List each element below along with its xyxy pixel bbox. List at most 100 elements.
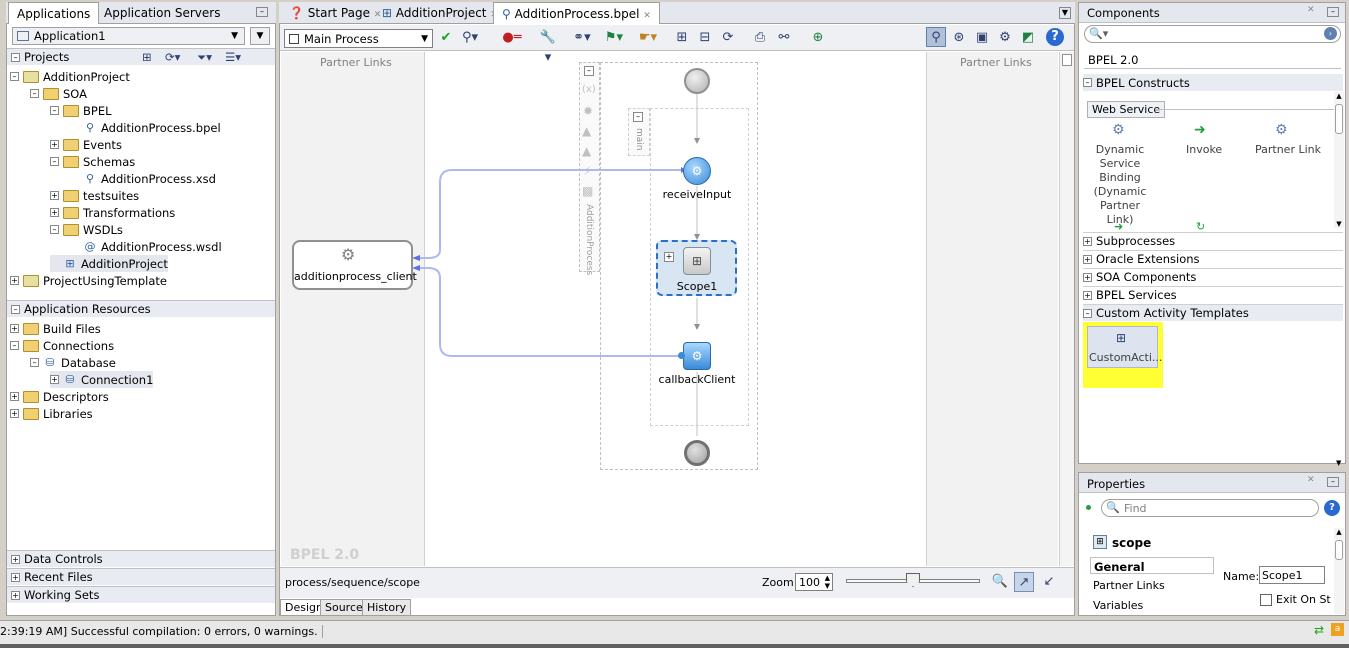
validate-icon[interactable]: ✔ (440, 30, 452, 45)
client-partner-link[interactable] (292, 240, 413, 290)
component-category[interactable]: +Oracle Extensions (1083, 250, 1343, 267)
expand-icon[interactable]: + (50, 191, 59, 200)
expand-icon[interactable]: + (11, 590, 20, 600)
expand-icon[interactable]: – (30, 89, 39, 98)
tree-item[interactable]: +Events (50, 136, 122, 153)
filter-icon[interactable]: ⏷▾ (197, 49, 212, 64)
hierarchy-icon[interactable]: ⚲▾ (461, 30, 479, 45)
expand-icon[interactable]: + (1083, 290, 1092, 300)
recent-files-header[interactable]: + Recent Files (7, 568, 275, 585)
expand-icon[interactable]: + (11, 572, 20, 582)
properties-section-variables[interactable]: Variables (1093, 599, 1144, 612)
process-selector[interactable]: Main Process ▼ (284, 29, 433, 48)
zoom-fit-icon[interactable]: 🔍 (991, 574, 1009, 589)
navigator-icon[interactable]: ⊞ (142, 50, 152, 64)
expand-icon[interactable]: – (50, 106, 59, 115)
close-icon[interactable]: ✕ (373, 10, 382, 20)
flag-icon[interactable]: ⚑▾ (604, 30, 624, 45)
panel-resize-handle[interactable]: ▼ (1336, 459, 1342, 467)
properties-help-icon[interactable]: ? (1324, 500, 1340, 516)
invoke-icon[interactable]: ➜ (1194, 122, 1206, 138)
collapse-icon[interactable]: – (11, 304, 20, 314)
palette-scrollbar[interactable]: ▲ ▼ (1334, 92, 1344, 228)
antenna-icon[interactable]: ⊛ (953, 30, 965, 45)
tree-item[interactable]: –SOA (30, 85, 87, 102)
properties-section-general[interactable]: General (1090, 557, 1214, 574)
tree-item[interactable]: –Schemas (50, 153, 135, 170)
collapse-icon[interactable]: – (1083, 78, 1092, 87)
resource-item[interactable]: +Descriptors (10, 388, 109, 405)
tree-item[interactable]: –AdditionProject (10, 68, 130, 85)
expand-icon[interactable]: + (50, 375, 59, 384)
refresh-icon[interactable]: ⟳ (722, 30, 734, 45)
spinner-icon[interactable]: ▲▼ (824, 574, 830, 590)
breakpoint-icon[interactable]: ●═ (502, 30, 522, 45)
tree-item[interactable]: ⚲AdditionProcess.bpel (70, 119, 221, 136)
resource-item[interactable]: –⛁Database (30, 354, 116, 371)
expand-icon[interactable]: – (1083, 308, 1092, 318)
expand-icon[interactable]: – (50, 225, 59, 234)
callback-node[interactable]: ⚙ (683, 342, 711, 370)
notification-icon[interactable]: a (1331, 623, 1344, 636)
scope-expand-icon[interactable]: + (664, 252, 674, 262)
tab-applications[interactable]: Applications (8, 2, 100, 24)
print-icon[interactable]: ⎙ (754, 30, 766, 45)
warning-icon[interactable]: ▲ (582, 124, 592, 138)
expand-icon[interactable]: + (50, 208, 59, 217)
tree-item[interactable]: @AdditionProcess.wsdl (70, 238, 222, 255)
tree-item[interactable]: –BPEL (50, 102, 112, 119)
design-view-icon[interactable]: ⚲ (926, 27, 946, 47)
end-node[interactable] (684, 440, 710, 466)
expand-icon[interactable]: – (10, 72, 19, 81)
scrollbar-thumb[interactable] (1335, 104, 1343, 134)
gear-icon[interactable]: ✹ (583, 104, 594, 118)
expand-icon[interactable]: – (10, 341, 19, 350)
tree-item[interactable]: +testsuites (50, 187, 139, 204)
chart-icon[interactable]: ◩ (1021, 30, 1035, 45)
view-options-icon[interactable]: ☰▾ (225, 50, 242, 64)
component-category[interactable]: –Custom Activity Templates (1083, 304, 1343, 321)
close-icon[interactable]: ✕ (643, 11, 651, 21)
search-icon[interactable]: 🔍▾ (1089, 27, 1109, 40)
components-search-input[interactable]: 🔍▾ › (1084, 25, 1341, 43)
application-menu-button[interactable]: ▼ (250, 27, 270, 45)
partner-link-label[interactable]: Partner Link (1255, 143, 1321, 156)
hand-icon[interactable]: ☛▾ (638, 30, 658, 45)
tab-source[interactable]: Source (320, 599, 368, 616)
component-category[interactable]: +BPEL Services (1083, 286, 1343, 303)
clear-search-icon[interactable]: › (1324, 27, 1337, 40)
palette-filter-select[interactable]: BPEL 2.0 (1084, 51, 1341, 69)
scrollbar-thumb[interactable] (1335, 540, 1343, 560)
tree-item[interactable]: ⚲AdditionProcess.xsd (70, 170, 216, 187)
tab-list-icon[interactable]: ▼ (1059, 7, 1071, 19)
zoom-slider-thumb[interactable] (906, 573, 920, 587)
help-icon[interactable]: ? (1046, 28, 1064, 46)
resource-item[interactable]: –Connections (10, 337, 114, 354)
pan-tool-icon[interactable]: ↙ (1043, 574, 1055, 589)
close-icon[interactable]: ✕ (1307, 5, 1315, 15)
dynamic-partner-link-label[interactable]: Dynamic Service Binding (Dynamic Partner… (1093, 143, 1147, 226)
tab-addition-process-bpel[interactable]: ⚲ AdditionProcess.bpel ✕ (493, 2, 660, 24)
collapse-all-icon[interactable]: ⊟ (699, 30, 711, 45)
expand-icon[interactable]: + (50, 140, 59, 149)
minimize-icon[interactable]: – (1327, 477, 1339, 487)
receive-node[interactable]: ⚙ (683, 157, 711, 185)
wrench-icon[interactable]: 🔧▾ (539, 30, 557, 65)
tree-item[interactable]: +ProjectUsingTemplate (10, 272, 167, 289)
expand-icon[interactable]: + (10, 324, 19, 333)
name-input[interactable]: Scope1 (1259, 566, 1325, 584)
tree-item[interactable]: +Transformations (50, 204, 175, 221)
expand-icon[interactable]: + (1083, 236, 1092, 246)
component-category[interactable]: +Subprocesses (1083, 232, 1343, 249)
dynamic-partner-link-icon[interactable]: ⚙ (1112, 122, 1125, 138)
tree-item[interactable]: ⊞AdditionProject (50, 255, 168, 272)
application-resources-header[interactable]: – Application Resources (7, 300, 275, 317)
expand-icon[interactable]: + (10, 409, 19, 418)
layout-icon[interactable]: ⊕ (812, 30, 824, 45)
projects-header[interactable]: – Projects ⊞ ⟳▾ ⏷▾ ☰▾ (7, 48, 275, 65)
tab-history[interactable]: History (362, 599, 412, 616)
resource-item[interactable]: +⛁Connection1 (50, 371, 154, 388)
bpel-constructs-header[interactable]: – BPEL Constructs (1083, 74, 1343, 91)
resource-item[interactable]: +Libraries (10, 405, 93, 422)
tab-start-page[interactable]: ❓ Start Page ✕ (281, 2, 389, 24)
